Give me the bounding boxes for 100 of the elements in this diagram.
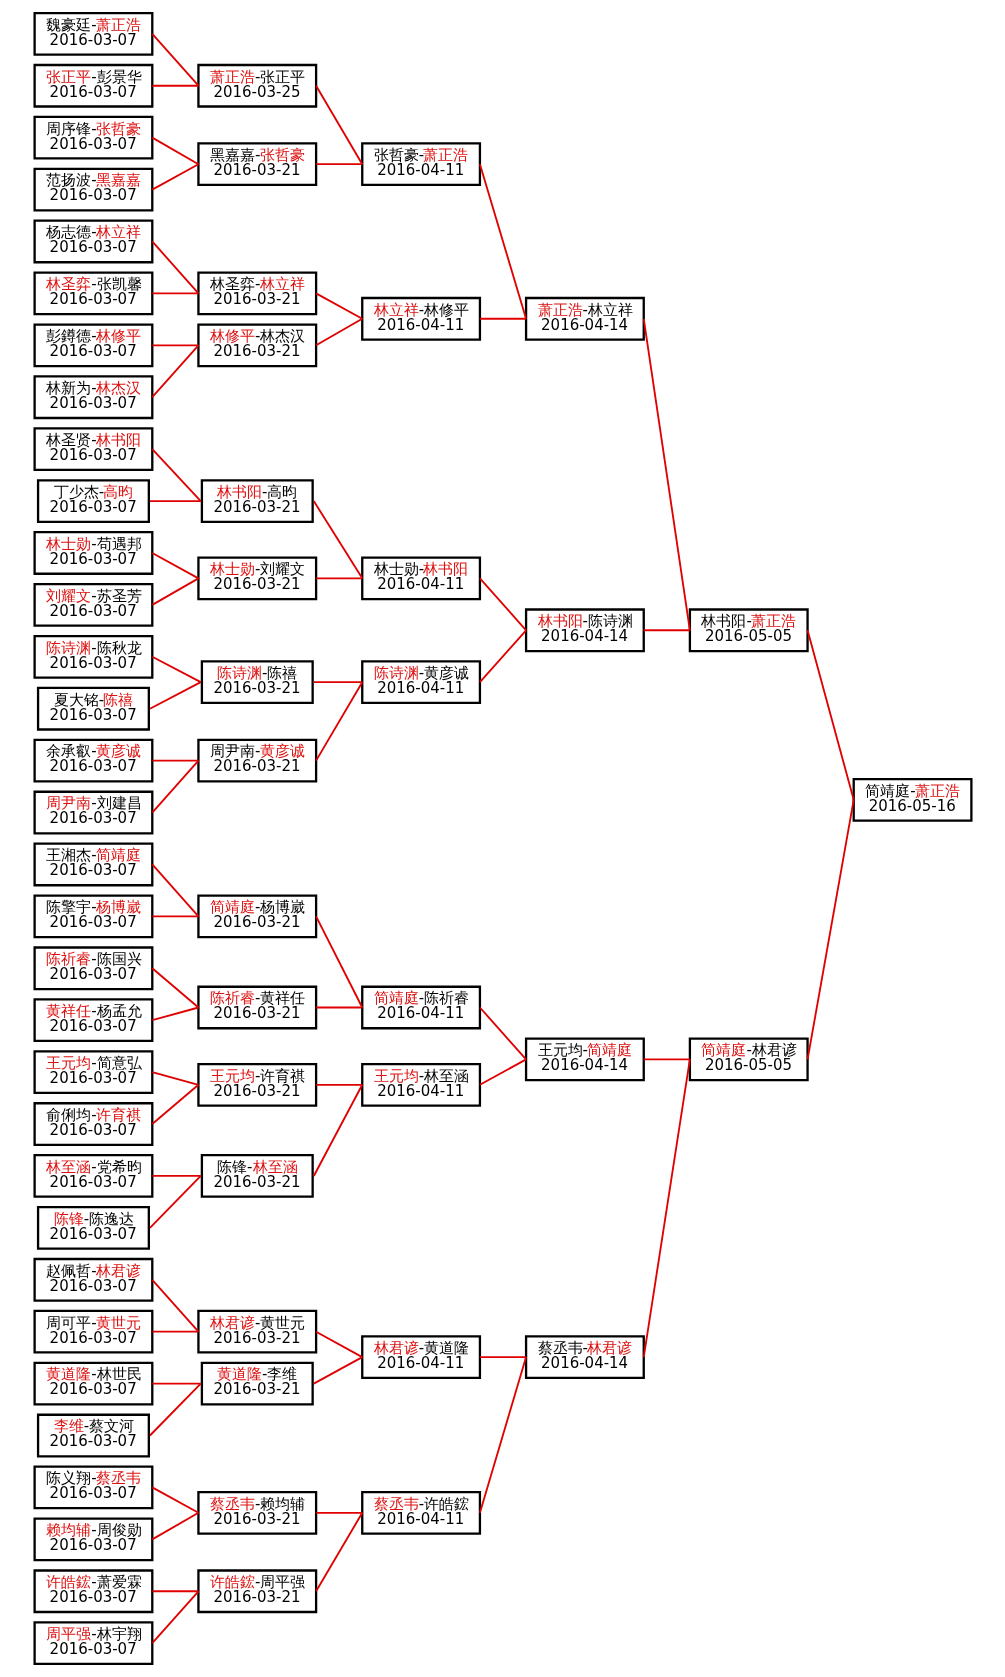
node-box: 林君谚-黄道隆 2016-04-11 <box>360 1335 481 1379</box>
node-box: 林新为-林杰汉 2016-03-07 <box>32 375 153 420</box>
node-box: 黄道隆-林世民 2016-03-07 <box>32 1361 153 1406</box>
connector <box>478 629 527 684</box>
node-box: 陈诗渊-黄彦诚 2016-04-11 <box>360 660 481 705</box>
node-box: 林修平-林杰汉 2016-03-21 <box>196 323 317 368</box>
node-box: 王元均-简意弘 2016-03-07 <box>32 1050 153 1095</box>
node-box: 魏豪廷-萧正浩 2016-03-07 <box>32 11 153 56</box>
connector <box>806 798 855 1061</box>
connector <box>148 681 202 710</box>
node-box: 周尹南-刘建昌 2016-03-07 <box>32 790 153 835</box>
connector <box>150 1278 199 1333</box>
node-box: 陈诗渊-陈禧 2016-03-21 <box>200 660 314 705</box>
connector <box>150 344 199 347</box>
node-box: 陈义翔-蔡丞韦 2016-03-07 <box>32 1465 153 1510</box>
connector <box>642 317 691 632</box>
connector <box>312 1356 363 1385</box>
node-box: 简靖庭-萧正浩 2016-05-16 <box>852 777 973 822</box>
node-box: 林至涵-党希昀 2016-03-07 <box>32 1154 153 1198</box>
node-box: 周尹南-黄彦诚 2016-03-21 <box>196 738 317 783</box>
connector <box>148 1382 202 1437</box>
connector <box>150 863 199 918</box>
node-box: 林书阳-陈诗渊 2016-04-14 <box>524 608 645 653</box>
node-box: 陈擎宇-杨博崴 2016-03-07 <box>32 894 153 939</box>
node-box: 张正平-彭景华 2016-03-07 <box>32 63 153 108</box>
connector <box>150 967 199 1009</box>
node-box: 林圣弈-林立祥 2016-03-21 <box>196 271 317 316</box>
connector <box>150 136 199 166</box>
node-box: 陈诗渊-陈秋龙 2016-03-07 <box>32 634 153 679</box>
node-box: 王元均-简靖庭 2016-04-14 <box>524 1037 645 1082</box>
connector <box>478 317 527 320</box>
connector <box>478 1058 527 1086</box>
node-box: 陈祈睿-黄祥任 2016-03-21 <box>196 985 317 1030</box>
connector <box>312 500 363 580</box>
connector <box>312 1083 363 1177</box>
node-box: 李维-蔡文河 2016-03-07 <box>36 1413 150 1458</box>
node-box: 林士勋-刘耀文 2016-03-21 <box>196 556 317 601</box>
connector <box>478 1006 527 1061</box>
node-box: 夏大铭-陈禧 2016-03-07 <box>36 686 150 731</box>
node-box: 简靖庭-陈祈睿 2016-04-11 <box>360 985 481 1030</box>
node-box: 林士勋-苟遇邦 2016-03-07 <box>32 531 153 575</box>
connector <box>150 1590 199 1593</box>
connector <box>478 163 527 320</box>
connector <box>150 84 199 87</box>
connector <box>150 915 199 918</box>
connector <box>314 292 363 320</box>
node-box: 王元均-许育祺 2016-03-21 <box>196 1062 317 1107</box>
connector <box>314 1083 363 1086</box>
connector <box>314 1330 363 1358</box>
node-box: 许皓鋐-周平强 2016-03-21 <box>196 1569 317 1614</box>
node-box: 许皓鋐-萧爱霖 2016-03-07 <box>32 1569 153 1614</box>
node-box: 俞俐均-许育祺 2016-03-07 <box>32 1102 153 1146</box>
connector <box>150 1486 199 1514</box>
node-box: 杨志德-林立祥 2016-03-07 <box>32 219 153 264</box>
node-box: 赖均辅-周俊勋 2016-03-07 <box>32 1517 153 1562</box>
node-box: 简靖庭-林君谚 2016-05-05 <box>688 1037 809 1082</box>
node-box: 刘耀文-苏圣芳 2016-03-07 <box>32 582 153 627</box>
node-box: 陈祈睿-陈国兴 2016-03-07 <box>32 946 153 991</box>
connector <box>150 448 202 502</box>
node-box: 黄祥任-杨孟允 2016-03-07 <box>32 998 153 1043</box>
connector <box>150 1382 202 1385</box>
connector <box>314 163 363 166</box>
node-box: 蔡丞韦-林君谚 2016-04-14 <box>524 1335 645 1379</box>
node-box: 黄道隆-李维 2016-03-21 <box>200 1361 314 1406</box>
connector <box>314 915 363 1009</box>
connector <box>150 577 199 606</box>
node-box: 蔡丞韦-许皓鋐 2016-04-11 <box>360 1490 481 1535</box>
node-box: 林君谚-黄世元 2016-03-21 <box>196 1309 317 1354</box>
node-box: 彭鐏德-林修平 2016-03-07 <box>32 323 153 368</box>
connector <box>150 32 199 87</box>
connector <box>150 292 199 295</box>
node-box: 林圣贤-林书阳 2016-03-07 <box>32 427 153 472</box>
node-box: 黑嘉嘉-张哲豪 2016-03-21 <box>196 142 317 187</box>
connector <box>642 1058 691 1358</box>
connector <box>150 655 202 684</box>
node-box: 余承叡-黄彦诚 2016-03-07 <box>32 738 153 783</box>
node-box: 王元均-林至涵 2016-04-11 <box>360 1062 481 1107</box>
connector <box>148 1175 202 1229</box>
node-box: 张哲豪-萧正浩 2016-04-11 <box>360 142 481 187</box>
connector <box>150 759 199 814</box>
connector <box>642 1058 691 1061</box>
node-box: 林士勋-林书阳 2016-04-11 <box>360 556 481 601</box>
connector <box>150 759 199 762</box>
node-box: 周序锋-张哲豪 2016-03-07 <box>32 115 153 160</box>
connector <box>478 577 527 632</box>
node-box: 林书阳-高昀 2016-03-21 <box>200 479 314 523</box>
connector <box>148 500 202 502</box>
node-box: 蔡丞韦-赖均辅 2016-03-21 <box>196 1490 317 1535</box>
connector <box>314 84 363 166</box>
node-box: 范扬波-黑嘉嘉 2016-03-07 <box>32 167 153 212</box>
connector <box>150 240 199 295</box>
node-box: 陈锋-林至涵 2016-03-21 <box>200 1154 314 1198</box>
connector <box>312 681 363 684</box>
connector <box>642 629 691 632</box>
connector <box>150 344 199 399</box>
connector <box>314 317 363 347</box>
connector <box>150 552 199 580</box>
node-box: 萧正浩-林立祥 2016-04-14 <box>524 296 645 341</box>
node-box: 林圣弈-张凯馨 2016-03-07 <box>32 271 153 316</box>
connector <box>478 1356 527 1358</box>
